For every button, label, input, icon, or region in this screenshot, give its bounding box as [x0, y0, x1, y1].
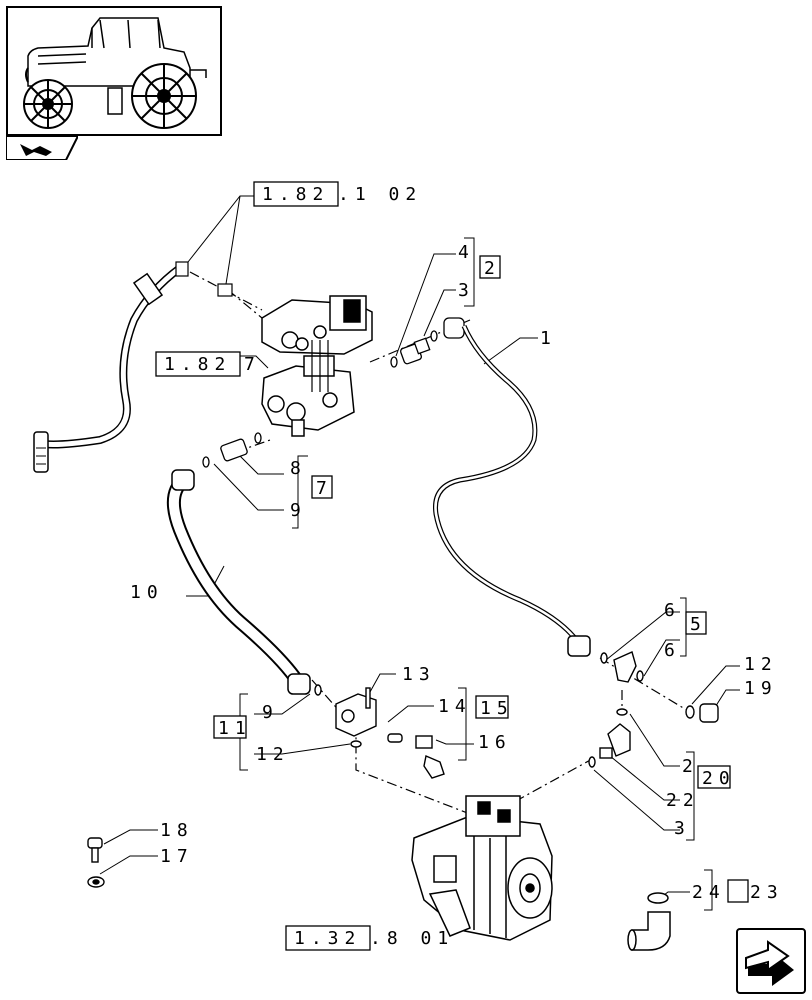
boxed-callout-frames [213, 255, 749, 903]
leader-lines [99, 195, 740, 899]
ref-1-82-102-boxed: 1.82 [262, 184, 329, 205]
callout-3-upper: 3 [458, 280, 475, 301]
callout-10: 10 [130, 582, 164, 603]
fittings-8-9 [202, 432, 262, 468]
callout-17: 17 [160, 846, 194, 867]
elbow-24 [627, 892, 671, 951]
callout-2: 2 [682, 756, 699, 777]
ref-1-82-7-rest: 7 [244, 354, 261, 375]
left-return-hose [33, 261, 233, 473]
callout-13: 13 [402, 664, 436, 685]
ref-1-82-7-boxed: 1.82 [164, 354, 231, 375]
callout-12-right: 12 [744, 654, 778, 675]
callout-18: 18 [160, 820, 194, 841]
ref-1-32-801[interactable]: 1.32 .8 01 [285, 925, 454, 951]
next-page-button[interactable] [736, 928, 806, 994]
ref-1-82-102-rest: .1 02 [338, 184, 422, 205]
tractor-thumbnail [6, 6, 222, 136]
section-tab[interactable] [5, 135, 80, 161]
ref-1-32-801-boxed: 1.32 [294, 928, 361, 949]
callout-4: 4 [458, 242, 475, 263]
ref-1-32-801-rest: .8 01 [370, 928, 454, 949]
callout-15: 15 [480, 698, 514, 719]
callout-3-lower: 3 [674, 818, 691, 839]
callout-5: 5 [690, 614, 707, 635]
callout-9-upper: 9 [290, 500, 307, 521]
fittings-upper [390, 317, 465, 368]
steel-pipe-1 [433, 324, 591, 657]
tractor-thumbnail-icon [23, 17, 207, 129]
brackets [239, 237, 713, 911]
callout-labels: 1 2 2 3 3 4 5 6 6 7 8 9 9 10 11 12 12 13… [130, 242, 784, 903]
callout-8: 8 [290, 458, 307, 479]
hose-10 [167, 469, 311, 695]
callout-12-left: 12 [256, 744, 290, 765]
ref-1-82-7[interactable]: 1.82 7 [155, 351, 261, 377]
lower-block-11 [314, 684, 445, 779]
callout-22: 22 [666, 790, 700, 811]
callout-14: 14 [438, 696, 472, 717]
next-page-arrow-icon [745, 940, 794, 986]
fittings-right [588, 651, 719, 768]
callout-2-box: 2 [484, 258, 501, 279]
callout-19: 19 [744, 678, 778, 699]
callout-6-lower: 6 [664, 640, 681, 661]
bolt-18-washer-17 [87, 837, 105, 888]
callout-9-lower: 9 [262, 702, 279, 723]
control-valve-body [261, 295, 373, 437]
ref-1-82-102[interactable]: 1.82 .1 02 [253, 181, 422, 207]
callout-6-upper: 6 [664, 600, 681, 621]
callout-7: 7 [316, 478, 333, 499]
callout-23: 23 [750, 882, 784, 903]
callout-24: 24 [692, 882, 726, 903]
callout-1: 1 [540, 328, 557, 349]
callout-16: 16 [478, 732, 512, 753]
callout-11: 11 [218, 718, 252, 739]
callout-20: 20 [702, 768, 736, 789]
hydraulic-pump [411, 795, 553, 941]
valve-stud-bolts [311, 340, 329, 392]
